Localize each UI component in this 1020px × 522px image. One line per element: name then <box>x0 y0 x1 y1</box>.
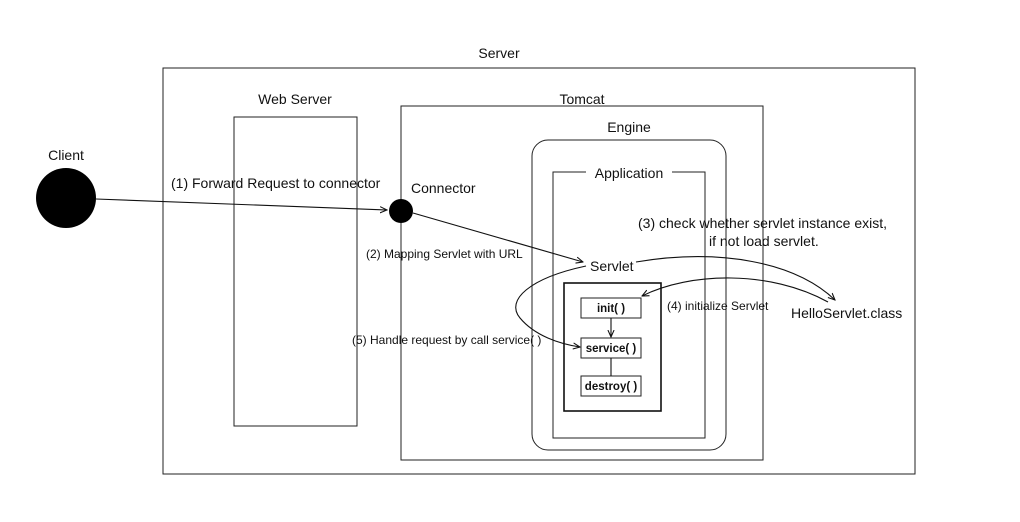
servlet-to-helloservlet-arrow <box>635 256 835 300</box>
connector-label: Connector <box>411 180 476 196</box>
server-title: Server <box>478 45 520 61</box>
servlet-lifecycle-panel <box>563 282 662 412</box>
step-3-check-line1: (3) check whether servlet instance exist… <box>638 215 887 231</box>
web-server-title: Web Server <box>258 91 332 107</box>
step-5-handle-label: (5) Handle request by call service( ) <box>352 333 541 347</box>
step-1-forward-label: (1) Forward Request to connector <box>171 175 381 191</box>
web-server-box <box>233 116 358 427</box>
engine-box <box>531 139 727 451</box>
client-node <box>36 168 96 228</box>
client-to-connector-arrow <box>95 198 387 210</box>
servlet-label: Servlet <box>590 258 634 274</box>
connector-to-servlet-arrow <box>412 212 583 262</box>
tomcat-box <box>400 105 764 461</box>
application-title: Application <box>595 165 664 181</box>
helloservlet-to-init-arrow <box>642 277 829 303</box>
step-2-mapping-label: (2) Mapping Servlet with URL <box>366 247 523 261</box>
destroy-label: destroy( ) <box>585 381 638 393</box>
tomcat-title: Tomcat <box>559 91 604 107</box>
init-label: init( ) <box>597 303 625 315</box>
connector-node <box>389 199 413 223</box>
engine-title: Engine <box>607 119 651 135</box>
servlet-to-service-arrow <box>515 265 587 347</box>
service-label: service( ) <box>586 343 637 355</box>
step-4-initialize-label: (4) initialize Servlet <box>667 299 769 313</box>
hello-servlet-class-label: HelloServlet.class <box>791 305 902 321</box>
client-label: Client <box>48 147 84 163</box>
server-frame <box>162 67 916 475</box>
application-box <box>552 171 706 439</box>
step-3-check-line2: if not load servlet. <box>709 233 819 249</box>
